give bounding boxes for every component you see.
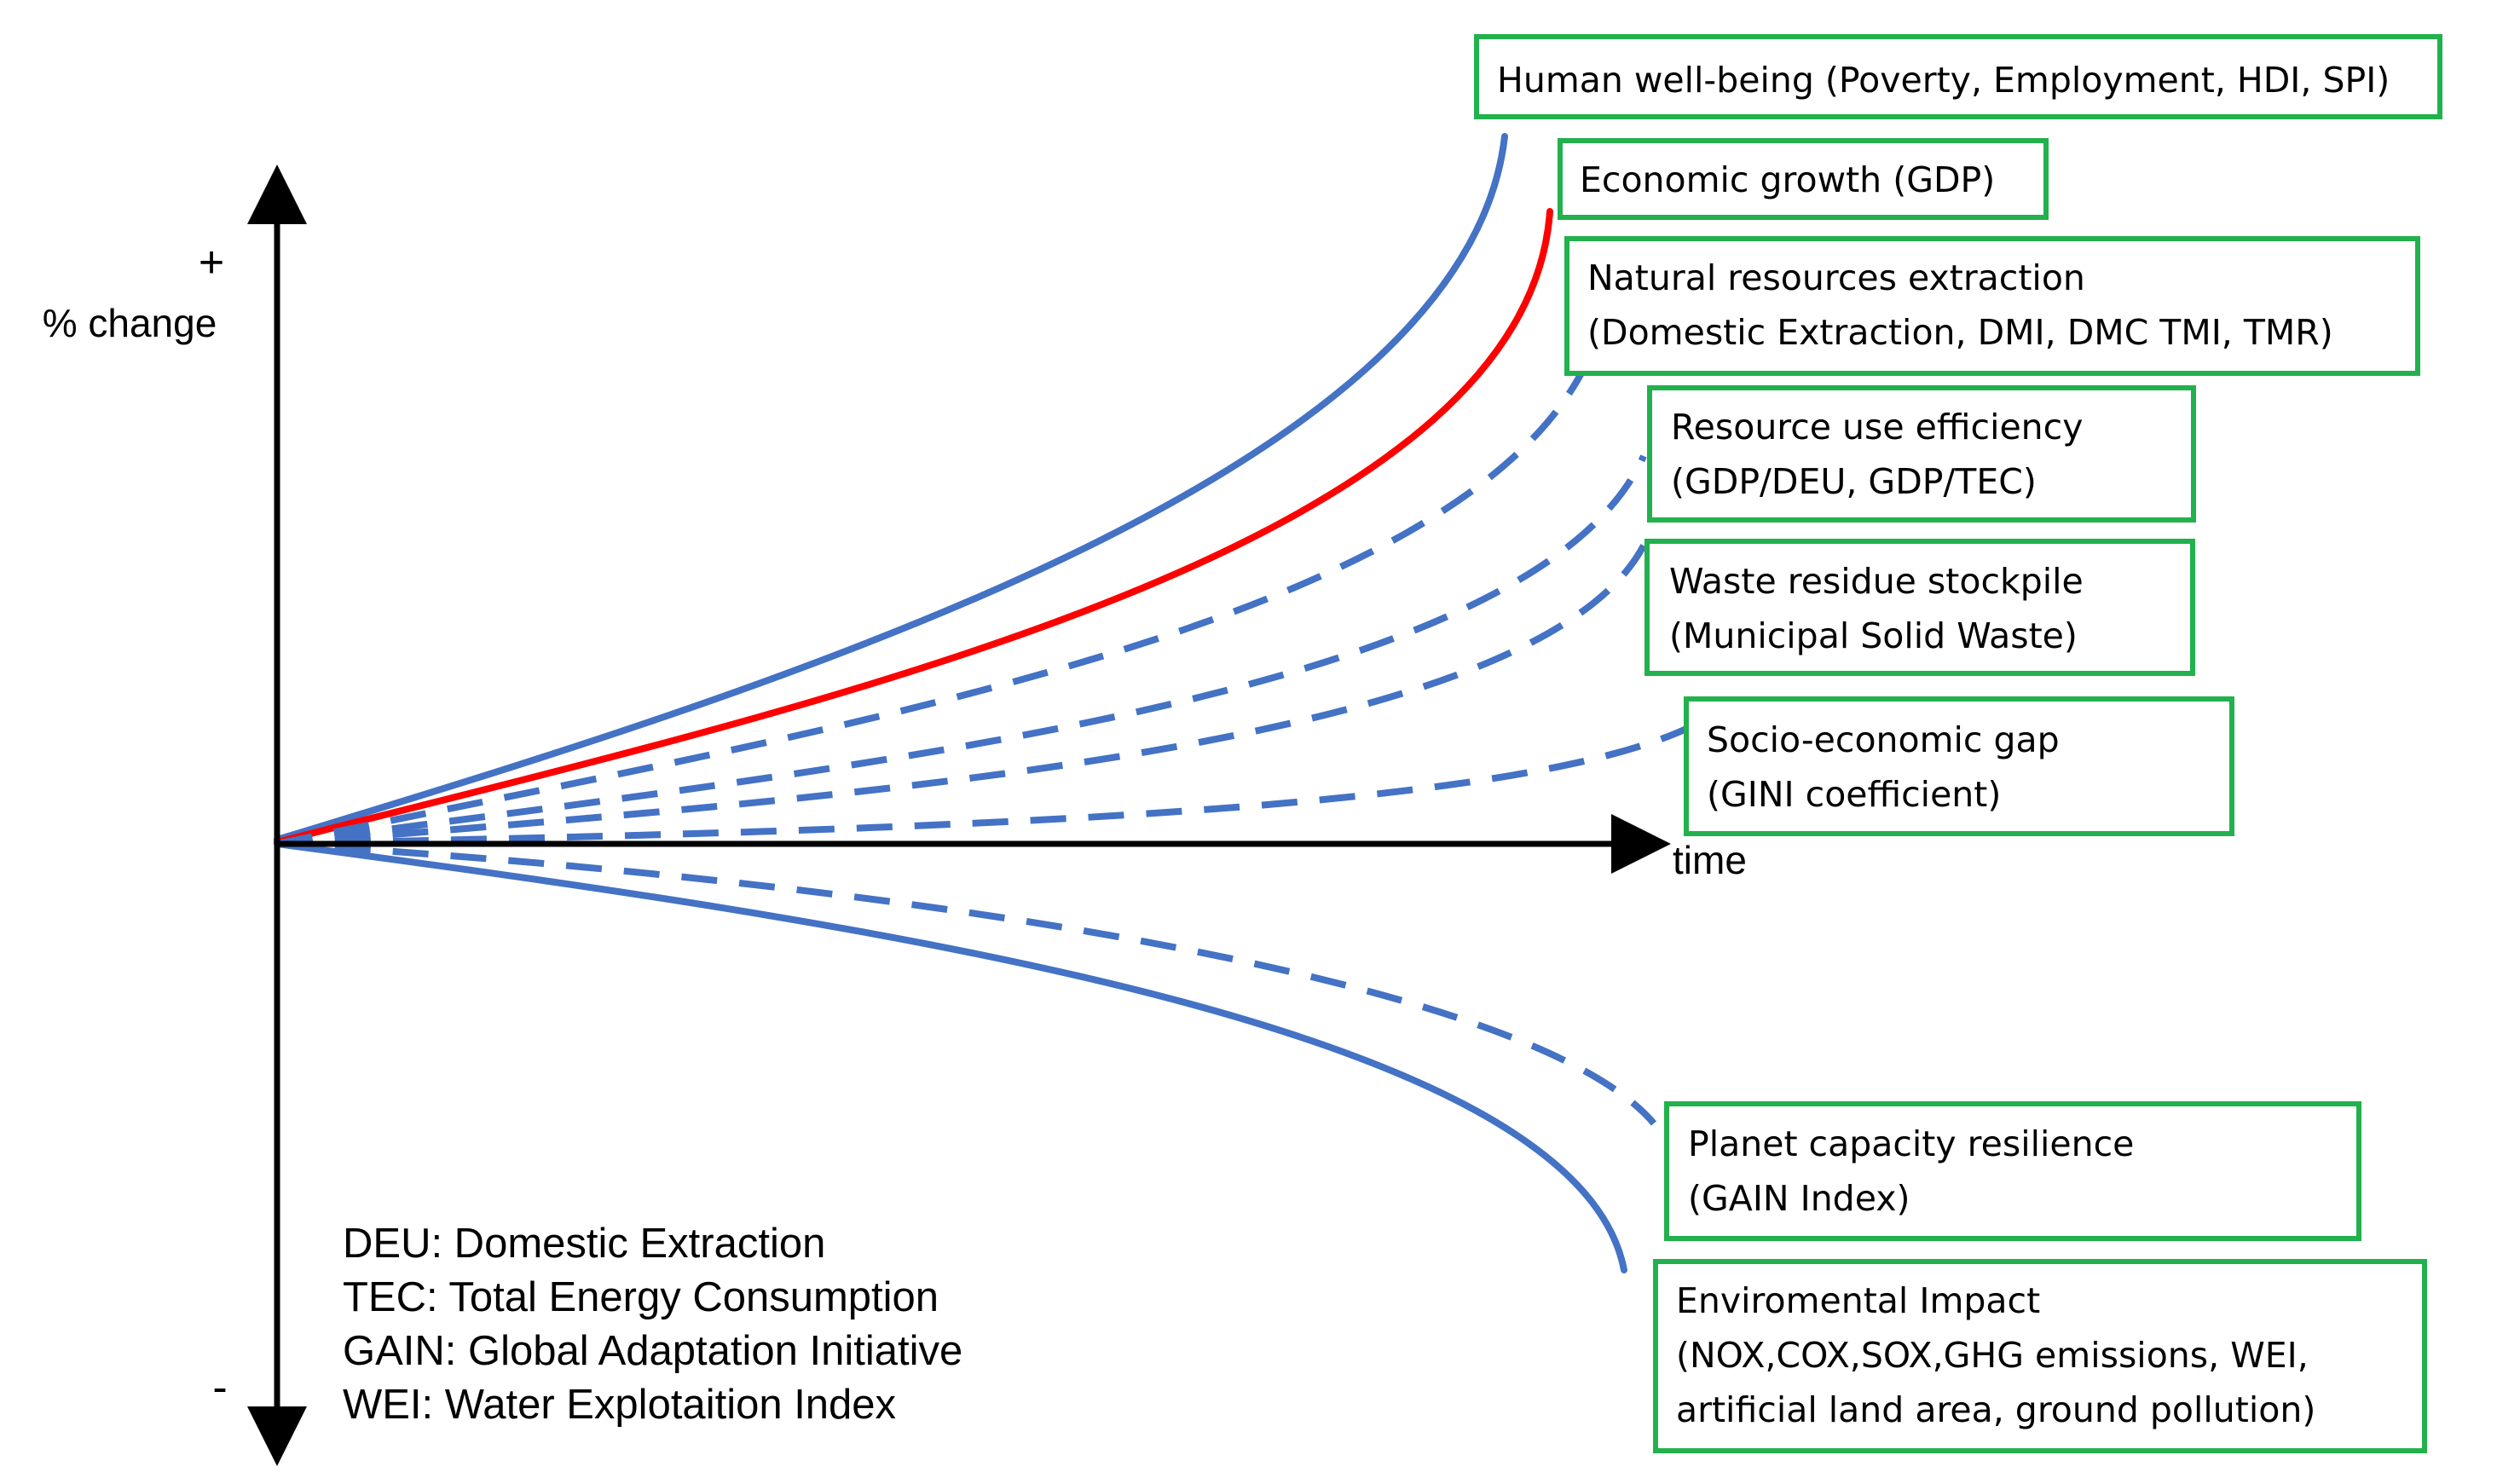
label-line: Socio-economic gap [1707,719,2060,760]
abbreviation-line: WEI: Water Explotaition Index [343,1382,896,1428]
natural-resources-curve [276,367,1587,847]
abbreviation-line: GAIN: Global Adaptation Initiative [343,1328,962,1374]
environmental-impact-curve [274,840,1627,1273]
abbreviation-line: TEC: Total Energy Consumption [343,1274,939,1320]
label-line: Waste residue stockpile [1669,561,2084,602]
natural-resources-box: Natural resources extraction (Domestic Ex… [1564,236,2420,376]
environmental-impact-text: Enviromental Impact (NOX,COX,SOX,GHG emis… [1676,1280,2315,1430]
label-line: (GAIN Index) [1688,1178,1910,1219]
economic-growth-text: Economic growth (GDP) [1580,159,1995,200]
human-wellbeing-box: Human well-being (Poverty, Employment, H… [1474,34,2442,119]
planet-capacity-box: Planet capacity resilience (GAIN Index) [1664,1101,2361,1241]
label-line: (NOX,COX,SOX,GHG emissions, WEI, [1676,1335,2309,1376]
label-line: Resource use efficiency [1671,407,2083,448]
socio-economic-text: Socio-economic gap (GINI coefficient) [1707,719,2060,815]
socio-economic-curve [276,725,1688,847]
planet-capacity-curve [276,840,1657,1126]
resource-efficiency-text: Resource use efficiency (GDP/DEU, GDP/TEC… [1671,407,2083,502]
waste-residue-box: Waste residue stockpile (Municipal Solid … [1644,539,2195,676]
label-line: Planet capacity resilience [1688,1123,2134,1164]
waste-residue-curve [276,544,1647,847]
abbreviation-line: DEU: Domestic Extraction [343,1221,825,1267]
label-line: (GDP/DEU, GDP/TEC) [1671,461,2037,502]
y-axis-label: % change [43,301,217,345]
label-line: (GINI coefficient) [1707,774,2001,815]
natural-resources-text: Natural resources extraction (Domestic Ex… [1587,257,2333,353]
label-line: Economic growth (GDP) [1580,159,1995,200]
label-line: (Municipal Solid Waste) [1669,615,2078,656]
label-line: artificial land area, ground pollution) [1676,1389,2315,1430]
label-line: Enviromental Impact [1676,1280,2040,1321]
socio-economic-box: Socio-economic gap (GINI coefficient) [1684,696,2234,836]
label-line: (Domestic Extraction, DMI, DMC TMI, TMR) [1587,312,2333,353]
y-plus-sign: + [199,238,224,287]
planet-capacity-text: Planet capacity resilience (GAIN Index) [1688,1123,2134,1219]
y-minus-sign: - [212,1363,227,1412]
economic-growth-box: Economic growth (GDP) [1558,138,2049,220]
label-line: Human well-being (Poverty, Employment, H… [1497,60,2390,101]
human-wellbeing-curve [274,133,1508,843]
label-line: Natural resources extraction [1587,257,2085,298]
economic-growth-curve [274,208,1553,846]
x-axis-label: time [1673,838,1747,882]
resource-efficiency-box: Resource use efficiency (GDP/DEU, GDP/TEC… [1647,385,2196,523]
human-wellbeing-text: Human well-being (Poverty, Employment, H… [1497,60,2390,101]
waste-residue-text: Waste residue stockpile (Municipal Solid … [1669,561,2084,656]
environmental-impact-box: Enviromental Impact (NOX,COX,SOX,GHG emis… [1653,1259,2427,1453]
